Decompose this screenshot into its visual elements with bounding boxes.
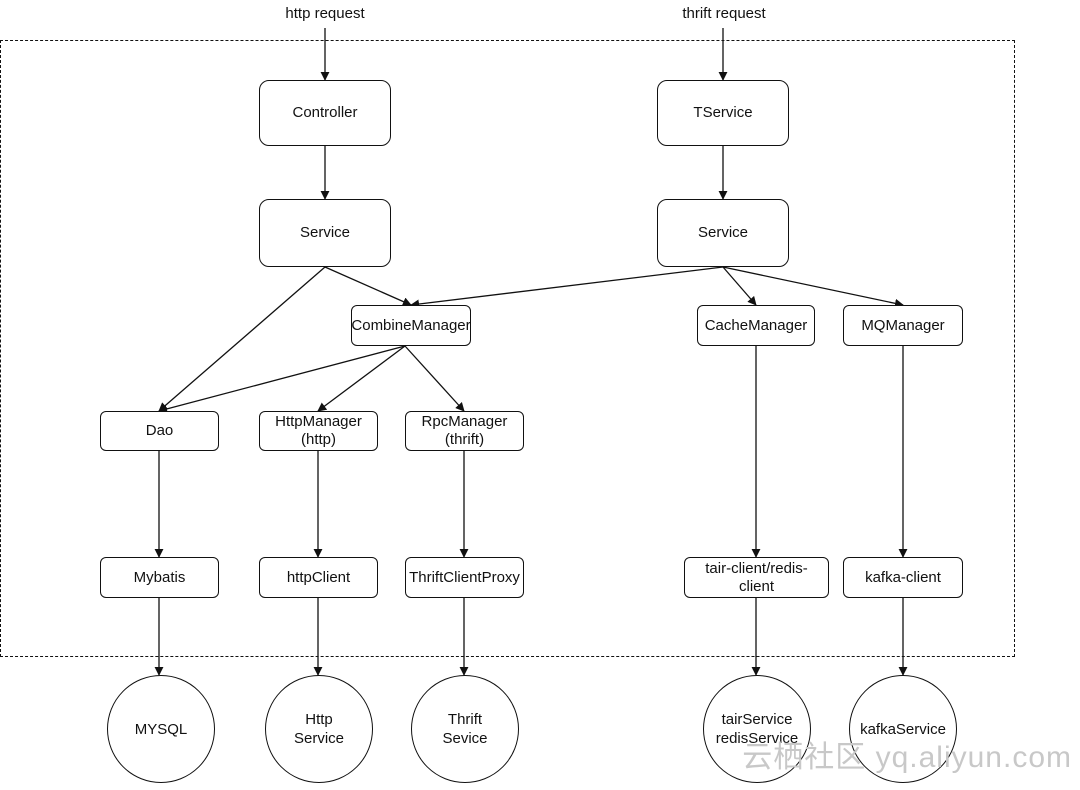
cache-manager-node: CacheManager bbox=[697, 305, 815, 346]
service-left-node: Service bbox=[259, 199, 391, 267]
rpc-manager-node: RpcManager (thrift) bbox=[405, 411, 524, 451]
dao-node: Dao bbox=[100, 411, 219, 451]
kafka-service-node: kafkaService bbox=[849, 675, 957, 783]
arrow-service-right-combine bbox=[410, 266, 724, 309]
arrow-combine-http bbox=[317, 345, 406, 412]
thrift-service-node: Thrift Sevice bbox=[411, 675, 519, 783]
mybatis-node: Mybatis bbox=[100, 557, 219, 598]
mq-manager-node: MQManager bbox=[843, 305, 963, 346]
arrow-service-left-dao bbox=[158, 266, 326, 412]
tair-redis-client-node: tair-client/redis- client bbox=[684, 557, 829, 598]
arrow-combine-rpc bbox=[404, 345, 465, 412]
arrow-service-right-mq bbox=[722, 266, 904, 308]
thrift-request-label: thrift request bbox=[682, 5, 766, 22]
http-request-label: http request bbox=[285, 5, 365, 22]
service-boundary bbox=[0, 40, 1015, 657]
service-right-node: Service bbox=[657, 199, 789, 267]
thrift-client-proxy-node: ThriftClientProxy bbox=[405, 557, 524, 598]
kafka-client-node: kafka-client bbox=[843, 557, 963, 598]
http-manager-node: HttpManager (http) bbox=[259, 411, 378, 451]
controller-node: Controller bbox=[259, 80, 391, 146]
arrow-combine-dao bbox=[158, 345, 406, 414]
http-client-node: httpClient bbox=[259, 557, 378, 598]
tservice-node: TService bbox=[657, 80, 789, 146]
mysql-node: MYSQL bbox=[107, 675, 215, 783]
combine-manager-node: CombineManager bbox=[351, 305, 471, 346]
arrow-service-right-cache bbox=[722, 266, 757, 306]
arrow-service-left-combine bbox=[324, 266, 412, 306]
http-service-node: Http Service bbox=[265, 675, 373, 783]
watermark: 云栖社区 yq.aliyun.com bbox=[742, 741, 1072, 774]
tair-redis-service-node: tairService redisService bbox=[703, 675, 811, 783]
